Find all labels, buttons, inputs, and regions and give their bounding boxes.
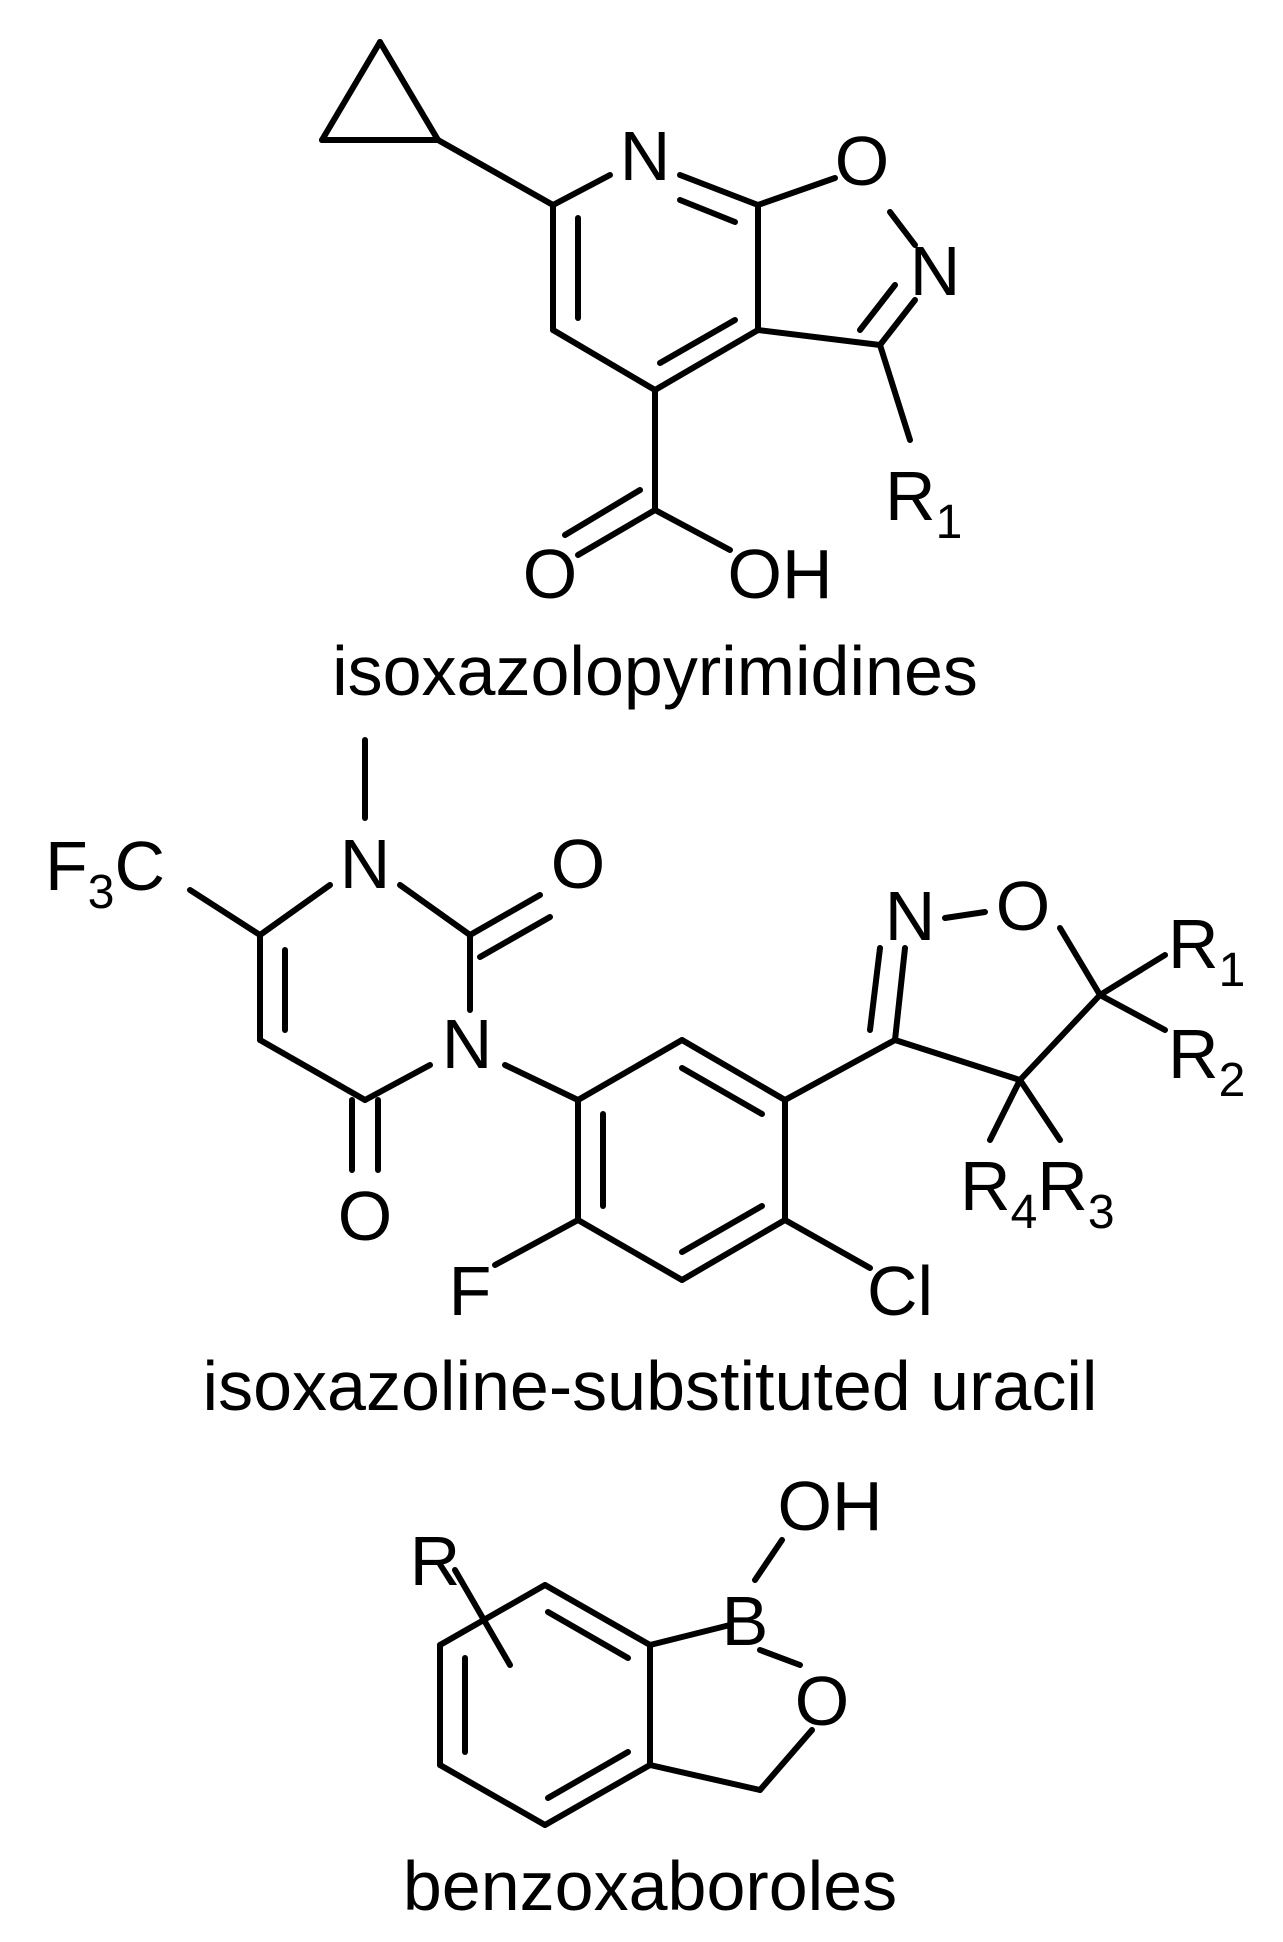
- bond: [677, 197, 738, 225]
- bond: [362, 1062, 433, 1103]
- bond: [550, 172, 613, 208]
- structure-caption: isoxazolopyrimidines: [332, 632, 978, 710]
- bond: [542, 1762, 653, 1828]
- atom-label: OH: [778, 1467, 883, 1545]
- structure-caption: benzoxaboroles: [403, 1847, 897, 1925]
- bond: [679, 1065, 765, 1117]
- bond: [545, 1609, 631, 1661]
- label-subscript: 4: [1011, 1186, 1038, 1239]
- bond: [657, 317, 738, 366]
- atom-label: O: [523, 535, 577, 613]
- bond: [782, 1217, 873, 1271]
- label-main: C: [114, 827, 165, 905]
- bond: [867, 945, 883, 1033]
- isoxazoline-uracil-structure: F3C N O N O F Cl N O R1 R2 R4R3 isoxazol…: [45, 737, 1245, 1425]
- structure-caption: isoxazoline-substituted uracil: [203, 1347, 1098, 1425]
- bond: [492, 1217, 581, 1268]
- label-subscript: 1: [936, 496, 963, 549]
- label-main: R: [1168, 1015, 1219, 1093]
- label-main: R: [1037, 1147, 1088, 1225]
- bond: [757, 1647, 803, 1668]
- bond: [575, 1037, 685, 1103]
- substituent-label: R: [410, 1522, 461, 1600]
- bond: [857, 282, 898, 333]
- bond: [437, 1762, 548, 1828]
- bond: [1097, 992, 1168, 1033]
- bond: [679, 1203, 765, 1255]
- atom-label: O: [996, 867, 1050, 945]
- bond: [437, 1582, 548, 1648]
- bond: [892, 945, 908, 1043]
- bond: [542, 1582, 653, 1648]
- atom-label: N: [885, 877, 936, 955]
- bond: [1017, 1077, 1063, 1143]
- substituent-label: R1: [1168, 905, 1245, 997]
- atom-label: O: [551, 825, 605, 903]
- bond: [187, 887, 263, 938]
- bond: [1097, 952, 1168, 998]
- bond: [679, 1037, 788, 1103]
- bond: [575, 507, 658, 558]
- bond: [647, 1762, 763, 1793]
- label-main: F: [45, 827, 88, 905]
- bond: [257, 1037, 368, 1103]
- bond: [477, 914, 553, 960]
- bond: [677, 172, 761, 208]
- isoxazolopyrimidine-structure: N O N R1 O OH isoxazolopyrimidines: [319, 39, 978, 710]
- label-subscript: 3: [1088, 1186, 1115, 1239]
- bond: [1017, 992, 1103, 1083]
- atom-label: OH: [728, 535, 833, 613]
- bond: [452, 1567, 513, 1668]
- label-main: R: [885, 457, 936, 535]
- bond: [397, 882, 473, 938]
- bond: [575, 1217, 685, 1283]
- bond: [377, 39, 441, 143]
- atom-label: B: [722, 1582, 769, 1660]
- substituent-label: R4R3: [960, 1147, 1115, 1239]
- bond: [1057, 925, 1103, 998]
- bond: [435, 137, 556, 208]
- benzoxaborole-structure: R OH B O benzoxaboroles: [403, 1467, 897, 1925]
- bond: [545, 1749, 631, 1801]
- bond: [647, 1622, 733, 1648]
- label-subscript: 3: [88, 866, 115, 919]
- bond: [562, 487, 643, 538]
- atom-label: N: [620, 117, 671, 195]
- bond: [782, 1037, 898, 1103]
- bond: [319, 39, 383, 143]
- label-main: R: [1168, 905, 1219, 983]
- bond: [652, 507, 733, 553]
- atom-label: F: [449, 1252, 492, 1330]
- atom-label: N: [340, 825, 391, 903]
- bond: [467, 892, 543, 938]
- bond: [755, 175, 838, 208]
- bond: [892, 1037, 1023, 1083]
- label-subscript: 1: [1219, 944, 1246, 997]
- bond: [257, 882, 333, 938]
- label-main: R: [960, 1147, 1011, 1225]
- bond: [877, 342, 913, 443]
- atom-label: N: [910, 232, 961, 310]
- substituent-label: R2: [1168, 1015, 1245, 1107]
- bond: [987, 1077, 1023, 1143]
- bond: [550, 327, 658, 393]
- bond: [502, 1062, 581, 1103]
- atom-label: Cl: [867, 1252, 933, 1330]
- substituent-label: F3C: [45, 827, 165, 919]
- atom-label: O: [795, 1662, 849, 1740]
- bond: [757, 1727, 815, 1793]
- atom-label: O: [338, 1177, 392, 1255]
- bond: [942, 909, 988, 921]
- atom-label: N: [442, 1005, 493, 1083]
- bond: [877, 297, 918, 348]
- substituent-label: R1: [885, 457, 962, 549]
- bond: [755, 327, 883, 348]
- bond: [752, 1537, 785, 1583]
- bond: [652, 327, 761, 393]
- bond: [887, 209, 918, 248]
- atom-label: O: [835, 122, 889, 200]
- label-subscript: 2: [1219, 1054, 1246, 1107]
- bond: [679, 1217, 788, 1283]
